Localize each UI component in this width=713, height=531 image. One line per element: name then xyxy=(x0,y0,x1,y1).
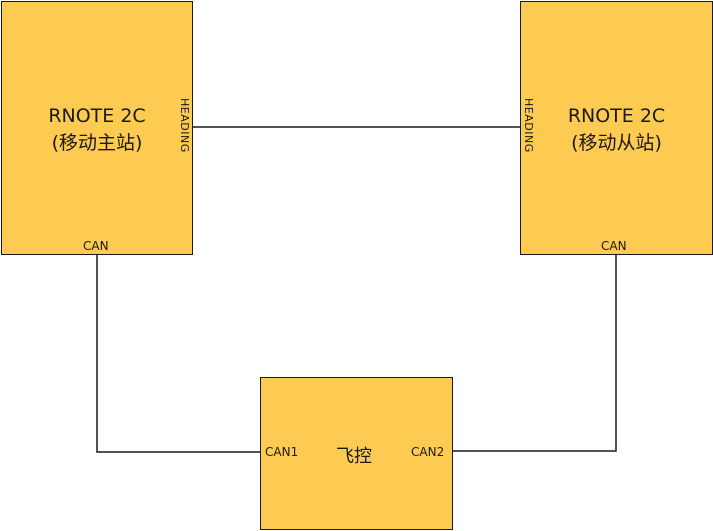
slave-heading-port: HEADING xyxy=(522,98,535,153)
slave-station-role: (移动从站) xyxy=(571,132,662,154)
slave-station-name: RNOTE 2C xyxy=(567,105,666,127)
flight-controller-can2-port: CAN2 xyxy=(411,445,445,459)
slave-station-box: RNOTE 2C (移动从站) HEADING CAN xyxy=(520,1,713,255)
master-heading-port: HEADING xyxy=(178,98,191,153)
master-can-port: CAN xyxy=(83,239,109,253)
flight-controller-name: 飞控 xyxy=(336,446,372,467)
master-station-name: RNOTE 2C xyxy=(48,105,146,127)
master-can-link xyxy=(96,255,260,453)
slave-can-link xyxy=(453,255,617,452)
master-station-role: (移动主站) xyxy=(51,132,143,154)
flight-controller-box: 飞控 CAN1 CAN2 xyxy=(260,377,453,530)
slave-can-port: CAN xyxy=(601,239,627,253)
master-station-box: RNOTE 2C (移动主站) HEADING CAN xyxy=(1,1,193,255)
flight-controller-can1-port: CAN1 xyxy=(265,445,299,459)
